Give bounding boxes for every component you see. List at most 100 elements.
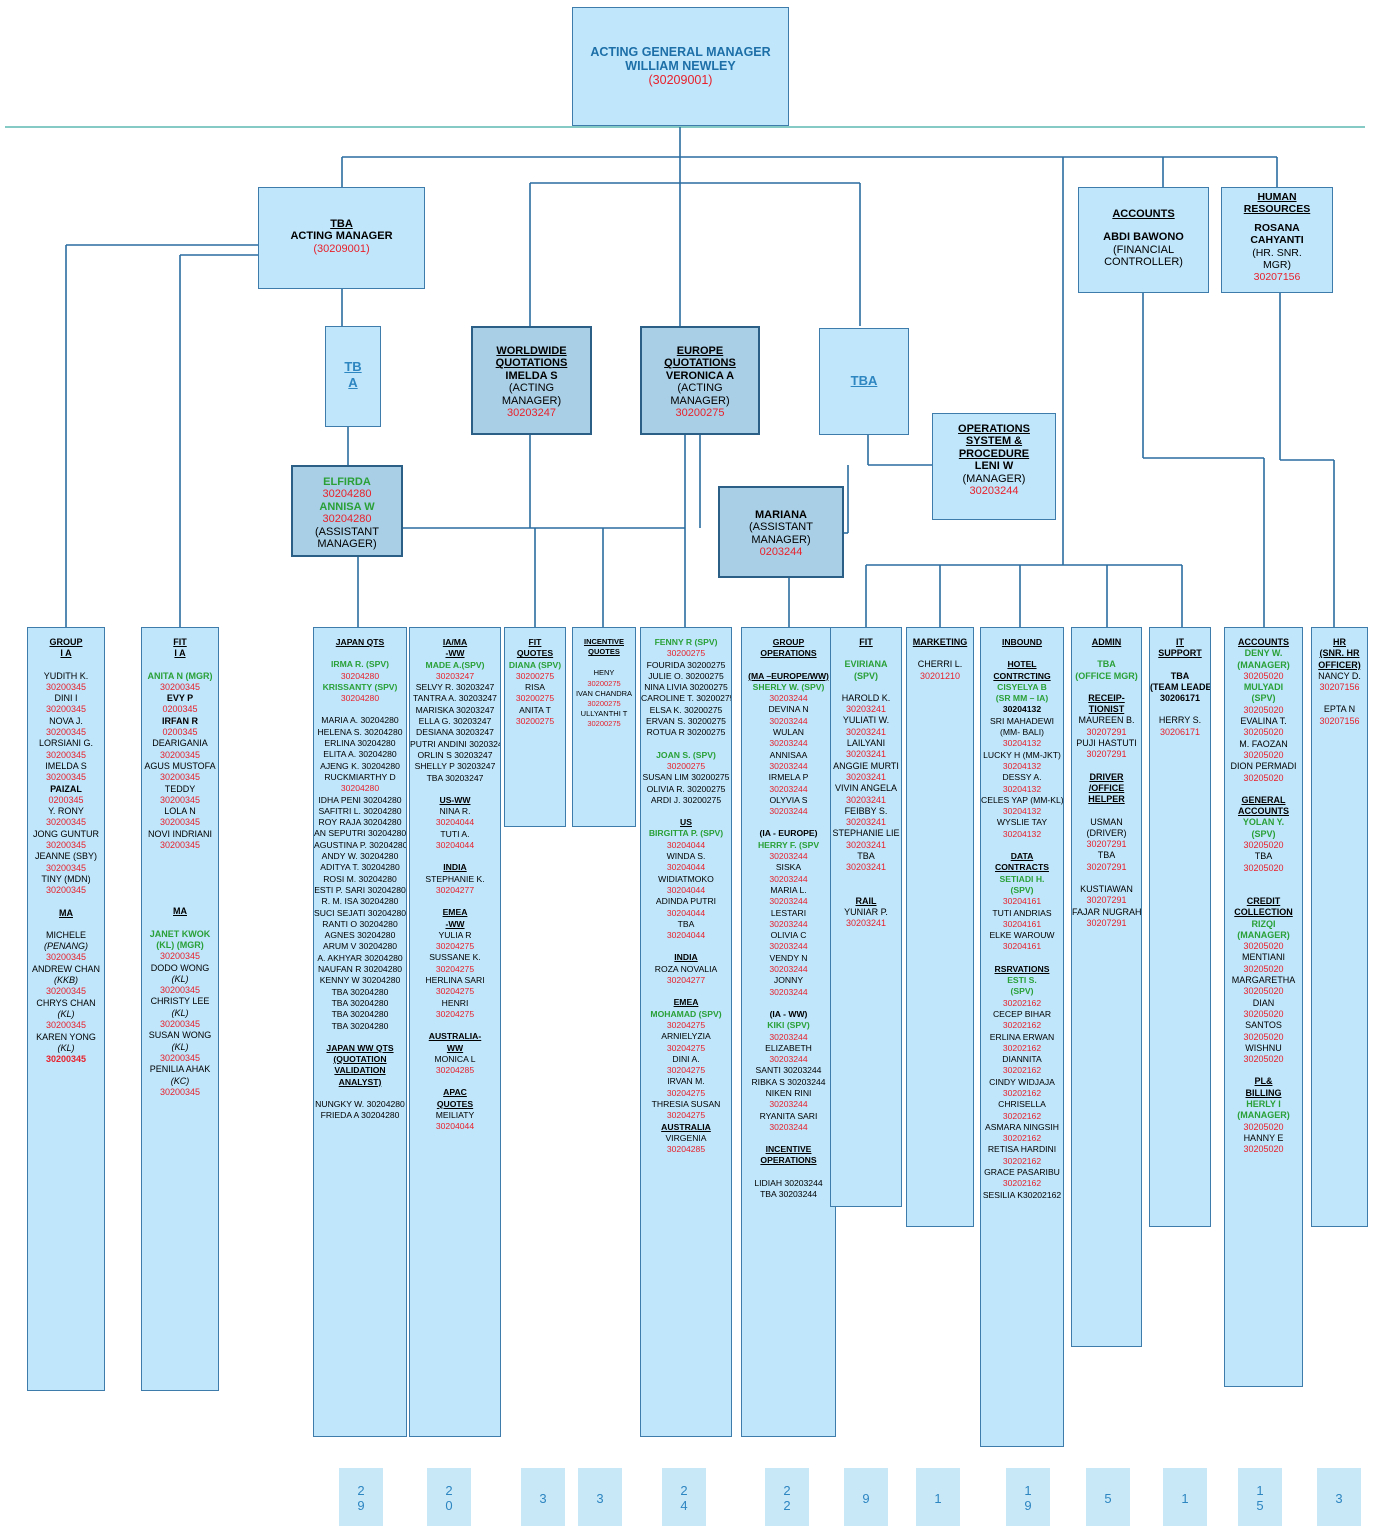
column-entry: RUCKMIARTHY D xyxy=(314,772,406,783)
gm-name: WILLIAM NEWLEY xyxy=(573,59,788,73)
column-entry: ERLINA ERWAN xyxy=(981,1032,1063,1043)
column-entry: OPERATIONS xyxy=(742,648,835,659)
column-entry: (SPV) xyxy=(831,671,901,682)
column-entry: PL& xyxy=(1225,1076,1302,1087)
column-entry: MEILIATY xyxy=(410,1110,500,1121)
wq-id: 30203247 xyxy=(473,407,590,419)
column-entry: (SPV) xyxy=(981,885,1063,896)
column-entry: DIANA (SPV) xyxy=(505,660,565,671)
column-entry: AUSTRALIA- xyxy=(410,1031,500,1042)
column-entry: 30204044 xyxy=(641,885,731,896)
column-entry: IRFAN R xyxy=(142,716,218,727)
column-entry: IT xyxy=(1150,637,1210,648)
column-entry: SANTOS xyxy=(1225,1020,1302,1031)
hr-role-2: MGR) xyxy=(1222,259,1332,271)
column-entry: PENILIA AHAK xyxy=(142,1064,218,1075)
column-entry: 30203244 xyxy=(742,738,835,749)
column-entry: SUSAN LIM 30200275 xyxy=(641,772,731,783)
column-entry: TBA xyxy=(831,851,901,862)
headcount-box: 3 xyxy=(1317,1468,1361,1526)
tba-b-title: TBA xyxy=(820,375,908,387)
accounts-head: ABDI BAWONO xyxy=(1079,231,1208,243)
column-entry: ANALYST) xyxy=(314,1077,406,1088)
column-entry: EVIRIANA xyxy=(831,659,901,670)
column-entry: INDIA xyxy=(410,862,500,873)
column-entry: 30205020 xyxy=(1225,773,1302,784)
column-entry: CHRYS CHAN xyxy=(28,998,104,1009)
column-entry: 30204280 xyxy=(314,783,406,794)
column-entry: TBA xyxy=(641,919,731,930)
mariana-role-2: MANAGER) xyxy=(720,534,842,546)
column-entry: ELKE WAROUW xyxy=(981,930,1063,941)
column-entry: 30200275 xyxy=(573,719,635,729)
column-entry: 30204044 xyxy=(641,862,731,873)
column-entry: 30200275 xyxy=(573,699,635,709)
column-entry: 30200345 xyxy=(142,682,218,693)
column-entry: 30202162 xyxy=(981,1178,1063,1189)
osp-role: (MANAGER) xyxy=(933,473,1055,485)
column-entry: 30203247 xyxy=(410,671,500,682)
elf-name-1: ELFIRDA xyxy=(293,476,401,488)
column-entry: 30205020 xyxy=(1225,840,1302,851)
column-entry: 30200345 xyxy=(28,704,104,715)
column-entry: 30207291 xyxy=(1072,839,1141,850)
column-entry: HERLY I xyxy=(1225,1099,1302,1110)
column-entry: LOLA N xyxy=(142,806,218,817)
column-entry: SELVY R. 30203247 xyxy=(410,682,500,693)
column-entry: MOHAMAD (SPV) xyxy=(641,1009,731,1020)
column-entry: 30203244 xyxy=(742,784,835,795)
column-entry: SRI MAHADEWI xyxy=(981,716,1063,727)
column-entry: NANCY D. xyxy=(1312,671,1367,682)
column-entry: 30203241 xyxy=(831,727,901,738)
column-entry: WW xyxy=(410,1043,500,1054)
column-entry: FIT xyxy=(505,637,565,648)
column-entry: 30200345 xyxy=(142,817,218,828)
column-entry: ERVAN S. 30200275 xyxy=(641,716,731,727)
eq-id: 30200275 xyxy=(642,407,758,419)
elf-role-1: (ASSISTANT xyxy=(293,526,401,538)
column-entry: R. M. ISA 30204280 xyxy=(314,896,406,907)
column-entry: TBA xyxy=(1072,659,1141,670)
column-entry: 30204132 xyxy=(981,761,1063,772)
column-entry: VIVIN ANGELA xyxy=(831,783,901,794)
column-entry: HERLINA SARI xyxy=(410,975,500,986)
column-entry: 30204044 xyxy=(641,840,731,851)
column-entry: 30205020 xyxy=(1225,1009,1302,1020)
column-entry: ESTI S. xyxy=(981,975,1063,986)
column-entry: DINI A. xyxy=(641,1054,731,1065)
column-entry: 30204132 xyxy=(981,806,1063,817)
column-entry: 30203244 xyxy=(742,919,835,930)
column-entry: TUTI ANDRIAS xyxy=(981,908,1063,919)
column-entry: MARGARETHA xyxy=(1225,975,1302,986)
column-entry: 30203244 xyxy=(742,896,835,907)
column-entry: 30203241 xyxy=(831,704,901,715)
column-entry: 30204044 xyxy=(641,930,731,941)
column-entry: HENRI xyxy=(410,998,500,1009)
column-entry: 30201210 xyxy=(907,671,973,682)
column-entry: MULYADI xyxy=(1225,682,1302,693)
column-entry: VIRGENIA xyxy=(641,1133,731,1144)
column-entry: 30203241 xyxy=(831,772,901,783)
column-entry: ANDY W. 30204280 xyxy=(314,851,406,862)
column-entry: 30202162 xyxy=(981,1020,1063,1031)
column-entry: LIDIAH 30203244 xyxy=(742,1178,835,1189)
column-entry: 30200345 xyxy=(142,1019,218,1030)
column-entry: IVAN CHANDRA xyxy=(573,689,635,699)
column-entry: AGNES 30204280 xyxy=(314,930,406,941)
column-entry: YUNIAR P. xyxy=(831,907,901,918)
column-entry: 0200345 xyxy=(142,727,218,738)
column-entry: ANITA N (MGR) xyxy=(142,671,218,682)
column-entry: 30202162 xyxy=(981,1043,1063,1054)
column-entry: 30200275 xyxy=(505,671,565,682)
column-entry: SETIADI H. xyxy=(981,874,1063,885)
column-entry: (MM- BALI) xyxy=(981,727,1063,738)
column-entry: TBA 30204280 xyxy=(314,1009,406,1020)
column-entry: RAIL xyxy=(831,896,901,907)
column-entry: 30204275 xyxy=(641,1043,731,1054)
column-entry: 30205020 xyxy=(1225,1054,1302,1065)
column-entry: KAREN YONG xyxy=(28,1032,104,1043)
accounts-role-2: CONTROLLER) xyxy=(1079,256,1208,268)
column-entry: Y. RONY xyxy=(28,806,104,817)
column-entry: FAJAR NUGRAHA xyxy=(1072,907,1141,918)
